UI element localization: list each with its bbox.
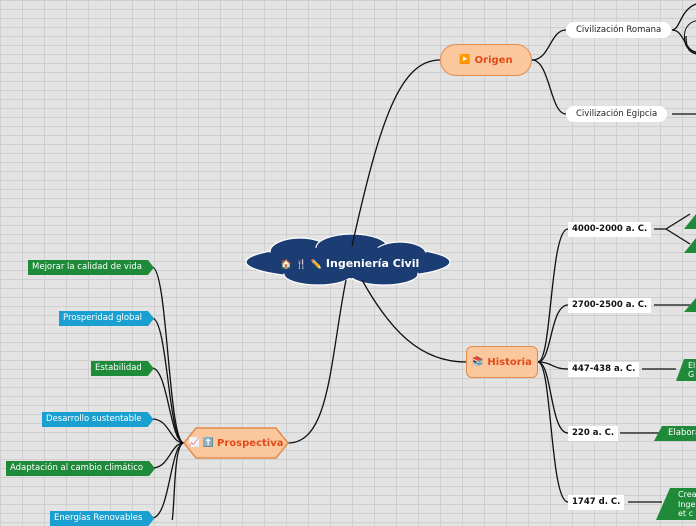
- prospectiva-topic[interactable]: 📈 ⬆️ Prospectiva: [184, 428, 288, 458]
- historia-date-3[interactable]: 447-438 a. C.: [568, 362, 640, 377]
- origen-child-2[interactable]: Civilización Egipcia: [566, 106, 668, 122]
- historia-date-2[interactable]: 2700-2500 a. C.: [568, 298, 652, 313]
- prospectiva-item-5[interactable]: Adaptación al cambio climático: [6, 461, 155, 476]
- origen-child-1[interactable]: Civilización Romana: [566, 22, 672, 38]
- historia-447-child-line1: El: [688, 361, 696, 370]
- historia-1747-child-line3: et c: [678, 509, 693, 518]
- origen-label: Origen: [474, 54, 513, 66]
- prospectiva-item-3[interactable]: Estabilidad: [91, 361, 154, 376]
- historia-date-5[interactable]: 1747 d. C.: [568, 495, 625, 510]
- central-topic[interactable]: 🏠 🍴 ✏️ Ingeniería Civil: [250, 252, 450, 276]
- historia-1747-child-line2: Inge: [678, 499, 696, 509]
- house-icon: 🏠: [280, 260, 292, 270]
- tools-icon: 🍴: [295, 260, 308, 270]
- partial-node-1[interactable]: [684, 214, 696, 229]
- prospectiva-item-2[interactable]: Prosperidad global: [59, 311, 154, 326]
- historia-447-child-line2: G: [688, 370, 695, 379]
- link-central-historia: [361, 279, 467, 363]
- prospectiva-shape[interactable]: [183, 427, 289, 459]
- link-central-origen: [351, 59, 441, 247]
- partial-node-3[interactable]: [684, 298, 696, 312]
- chart-up-icon: 📈 ⬆️: [188, 438, 215, 448]
- historia-1747-child-line1: Crea: [678, 490, 696, 499]
- historia-topic[interactable]: 📚 Historia: [466, 346, 538, 378]
- link-central-prospectiva: [287, 279, 347, 444]
- origen-topic[interactable]: ▶️ Origen: [440, 44, 532, 76]
- central-cloud[interactable]: [245, 233, 451, 286]
- historia-220-child[interactable]: Elaborac: [654, 426, 696, 441]
- play-icon: ▶️: [459, 55, 471, 65]
- historia-date-4[interactable]: 220 a. C.: [568, 426, 619, 441]
- prospectiva-item-4[interactable]: Desarrollo sustentable: [42, 412, 154, 427]
- historia-label: Historia: [487, 356, 532, 368]
- partial-node-2[interactable]: [684, 238, 696, 253]
- historia-date-1[interactable]: 4000-2000 a. C.: [568, 222, 652, 237]
- prospectiva-item-1[interactable]: Mejorar la calidad de vida: [28, 260, 154, 275]
- books-icon: 📚: [472, 357, 484, 367]
- prospectiva-item-6[interactable]: Energías Renovables: [50, 511, 154, 526]
- pencil-icon: ✏️: [310, 260, 323, 270]
- prospectiva-label: Prospectiva: [217, 437, 284, 449]
- central-title: Ingeniería Civil: [325, 257, 420, 270]
